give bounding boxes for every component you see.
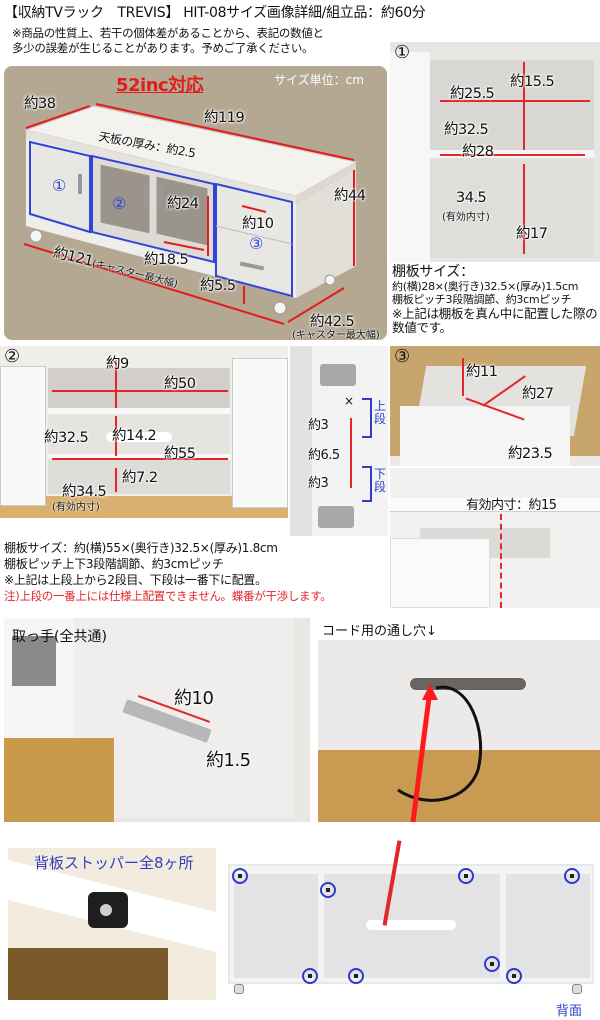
s2-top-height: 約9 [106,356,129,372]
section-1-number: ① [394,42,411,63]
s3-drawer-height: 約11 [466,364,498,380]
dim-glass-height: 約24 [167,196,199,212]
section-1-photo: ① 約15.5 約25.5 約32.5 約28 34.5 (有効内寸) 約17 [390,42,600,262]
s1-shelf-depth: 約32.5 [444,122,489,138]
s1-bottom-depth: 34.5 [456,190,487,206]
section-2-number: ② [4,346,21,367]
handle-length: 約10 [174,688,214,709]
s1-top-height: 約15.5 [510,74,555,90]
x-mark: × [344,394,355,408]
dim-height: 約44 [334,188,366,204]
s1-bottom-depth-note: (有効内寸) [442,212,490,223]
section-1-shelf-info: 棚板サイズ： 約(横)28×(奥行き)32.5×(厚み)1.5cm 棚板ピッチ3… [392,264,598,335]
cord-hole-photo [318,640,600,822]
section-2-shelf-info: 棚板サイズ：約(横)55×(奥行き)32.5×(厚み)1.8cm 棚板ピッチ上下… [4,541,332,603]
dim-glass-width: 約18.5 [144,252,189,268]
lower-tier-label: 下段 [374,467,387,494]
s2-mid-height: 約14.2 [112,428,157,444]
upper-tier-label: 上段 [374,399,387,426]
section-3-marker: ③ [249,234,264,253]
tv-rack-illustration [23,103,358,325]
dim-width: 約119 [204,110,245,126]
section-2-photo: ② 約9 約50 約32.5 約14.2 約55 約7.2 約34.5 (有効内… [0,346,288,518]
section-1-marker: ① [52,176,67,195]
s2-bottom-height: 約7.2 [122,470,158,486]
page-title: 【収納TVラック TREVIS】 HIT-08サイズ画像詳細/組立品：約60分 [4,5,426,21]
section-3-photo: ③ 約11 約27 約23.5 [390,346,600,466]
power-cord [397,684,483,822]
dim-base-height: 約5.5 [200,278,236,294]
back-view-diagram: 背面 [226,840,596,1020]
s3-drawer-width: 約23.5 [508,446,553,462]
s3-drawer-depth: 約27 [522,386,554,402]
dim-depth: 約38 [24,96,56,112]
hinge-warning: 注)上段の一番上には仕様上配置できません。蝶番が干渉します。 [4,589,332,603]
s2-top-width: 約50 [164,376,196,392]
drawer-inner-clearance: 有効内寸：約15 [466,498,557,513]
section-2-marker: ② [112,194,127,213]
dim-caster-depth-note: (キャスター最大幅) [292,330,380,340]
shelf-pitch-photo: × 約3 約6.5 約3 上段 下段 [290,346,388,536]
s1-shelf-width: 約28 [462,144,494,160]
back-label: 背面 [556,1004,583,1019]
s1-bottom-height: 約17 [516,226,548,242]
handle-thickness: 約1.5 [206,750,251,771]
s2-mid-depth: 約32.5 [44,430,89,446]
s1-inner-width: 約25.5 [450,86,495,102]
handle-photo: 取っ手(全共通) 約10 約1.5 [4,618,310,822]
pitch-mark-2: 約6.5 [308,448,340,463]
main-dimension-diagram: 52inc対応 サイズ単位：cm 約38 約119 天板の厚み：約2.5 約44… [4,66,387,340]
pitch-mark-1: 約3 [308,418,329,433]
s2-bottom-depth-note: (有効内寸) [52,502,100,513]
tv-size-heading: 52inc対応 [116,75,204,96]
unit-label: サイズ単位：cm [274,73,364,87]
section-3-number: ③ [394,346,411,367]
pitch-mark-3: 約3 [308,476,329,491]
dim-handle: 約10 [242,216,274,232]
drawer-clearance-photo: 有効内寸：約15 [390,468,600,608]
s2-mid-width: 約55 [164,446,196,462]
back-stopper-photo: 背板ストッパー全8ヶ所 [8,848,216,1000]
s2-bottom-depth: 約34.5 [62,484,107,500]
disclaimer-note: ※商品の性質上、若干の個体差があることから、表記の数値と 多少の誤差が生じること… [12,26,324,55]
cord-hole-label: コード用の通し穴↓ [322,624,437,639]
dim-caster-depth: 約42.5 [310,314,355,330]
stopper-label: 背板ストッパー全8ヶ所 [34,854,194,872]
handle-label: 取っ手(全共通) [12,629,107,645]
